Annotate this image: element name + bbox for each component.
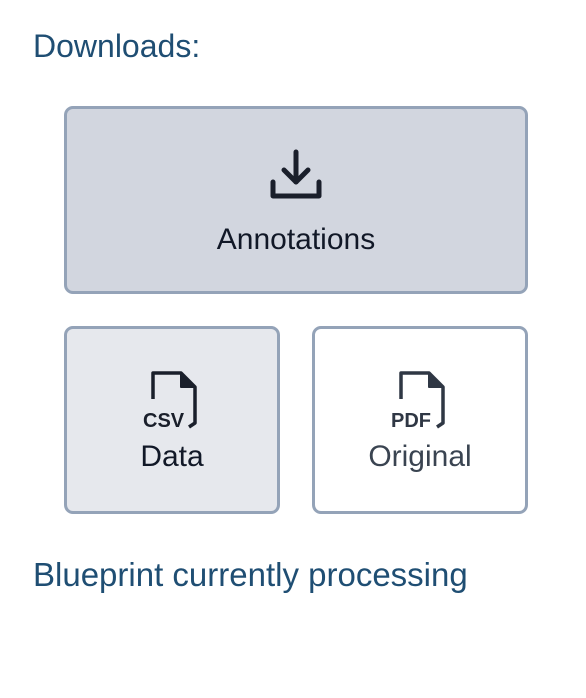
download-original-button[interactable]: PDF Original bbox=[312, 326, 528, 514]
original-label: Original bbox=[368, 440, 472, 473]
processing-status: Blueprint currently processing bbox=[33, 556, 468, 593]
download-icon bbox=[268, 148, 324, 204]
data-label: Data bbox=[140, 440, 204, 473]
csv-tag: CSV bbox=[143, 410, 185, 431]
download-data-button[interactable]: CSV Data bbox=[64, 326, 280, 514]
pdf-file-icon: PDF bbox=[389, 369, 451, 431]
download-annotations-button[interactable]: Annotations bbox=[64, 106, 528, 294]
annotations-label: Annotations bbox=[216, 223, 376, 256]
csv-file-icon: CSV bbox=[141, 369, 203, 431]
pdf-tag: PDF bbox=[391, 410, 431, 431]
downloads-heading: Downloads: bbox=[33, 28, 201, 64]
